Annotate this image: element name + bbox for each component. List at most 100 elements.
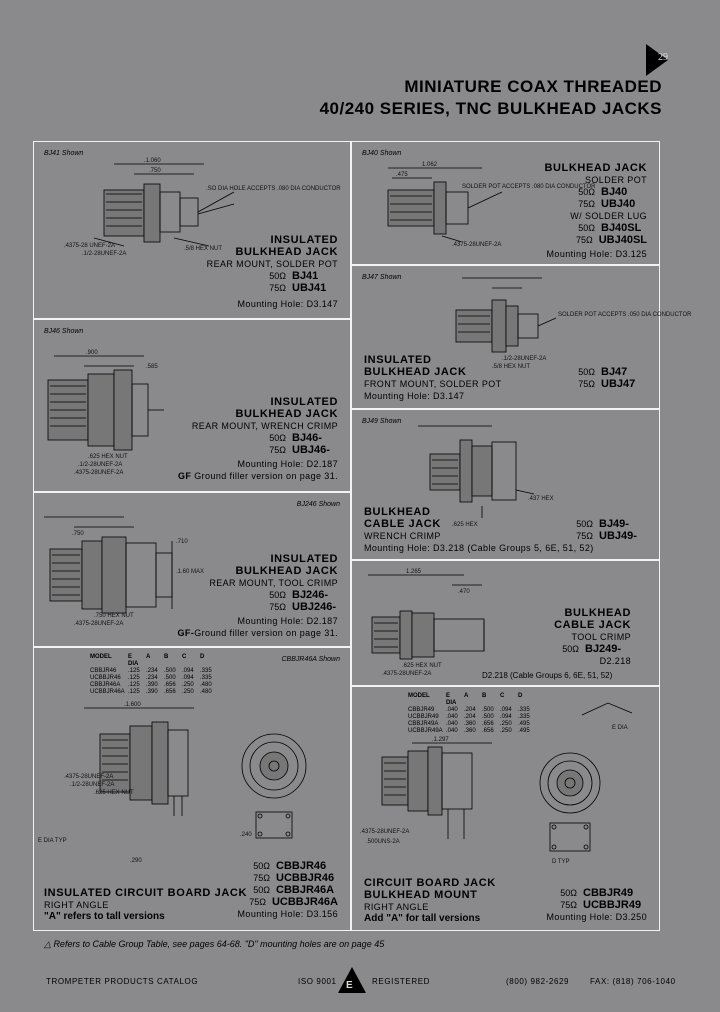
figure-label: BJ246 Shown — [296, 501, 340, 508]
subtitle: RIGHT ANGLE — [364, 902, 429, 912]
dim-thread2: .500UNS-2A — [366, 839, 400, 845]
logo-letter: E — [346, 980, 353, 991]
dim-thread2: .4375-28UNEF-2A — [74, 470, 123, 476]
dim-1600: .1.600 — [124, 702, 141, 708]
dim-1060: .1.060 — [144, 158, 161, 164]
figure-label: BJ46 Shown — [44, 328, 84, 335]
figure-label: BJ40 Shown — [362, 150, 402, 157]
caption-bj246: INSULATED BULKHEAD JACK REAR MOUNT, TOOL… — [178, 553, 338, 639]
subtitle: SOLDER POT — [584, 175, 647, 185]
title-line2: BULKHEAD JACK — [364, 366, 467, 378]
dim-1265: 1.265 — [406, 569, 422, 575]
dim-1062: 1.062 — [422, 162, 438, 168]
spec-table-row: UCBBJR46.125.234.500.094.335 — [90, 675, 212, 681]
dim-solder-pot: SOLDER POT ACCEPTS .050 DIA CONDUCTOR — [558, 312, 692, 318]
dim-900: .900 — [86, 350, 98, 356]
footer-registered: REGISTERED — [372, 977, 431, 986]
dim-thread2: .1/2-28UNEF-2A — [70, 782, 114, 788]
spec-table-row: UCBBJR49.040.204.500.094.335 — [408, 714, 530, 720]
title-line2: BULKHEAD JACK — [235, 565, 338, 577]
dim-hex: .5/8 HEX NUT — [184, 246, 222, 252]
dim-e-dia: E DIA TYP — [38, 838, 67, 844]
drawing-bj246: .750 .710 .1.60 MAX .750 HEX NUT .4375-2… — [44, 516, 204, 627]
page-title-line1: MINIATURE COAX THREADED — [404, 77, 662, 96]
mounting-hole: Mounting Hole: D3.147 — [237, 299, 338, 309]
title-line1: CIRCUIT BOARD JACK — [364, 877, 496, 889]
dim-1297: .1.297 — [432, 737, 449, 743]
dim-thread1: .1/2-28UNEF-2A — [78, 462, 122, 468]
footnote: △ Refers to Cable Group Table, see pages… — [44, 939, 385, 949]
subtitle: REAR MOUNT, SOLDER POT — [206, 259, 338, 269]
dim-thread1: .4375-28 UNEF-2A — [64, 243, 115, 249]
subtitle-lug: W/ SOLDER LUG — [570, 211, 647, 221]
dim-750: .750 — [149, 168, 161, 174]
ground-filler-note: GF-Ground filler version on page 31. — [177, 628, 338, 638]
dim-hex: .5/8 HEX NUT — [492, 364, 530, 370]
dim-solder-pot: .SO DIA HOLE ACCEPTS .080 DIA CONDUCTOR — [206, 186, 341, 192]
dim-hex-625: .625 HEX — [452, 522, 478, 528]
tall-note: "A" refers to tall versions — [44, 911, 165, 922]
mounting-hole: Mounting Hole: D3.218 (Cable Groups 5, 6… — [364, 543, 594, 553]
drawing-bj46: .900 .585 .625 HEX NUT .1/2-28UNEF-2A .4… — [47, 350, 164, 476]
footer-fax: FAX: (818) 706-1040 — [590, 977, 676, 986]
figure-label: BJ41 Shown — [44, 150, 84, 157]
subtitle: REAR MOUNT, WRENCH CRIMP — [191, 421, 338, 431]
title-line1: BULKHEAD — [564, 607, 631, 619]
title-line1: INSULATED — [270, 396, 338, 408]
title-line2: CABLE JACK — [554, 619, 631, 631]
mounting-hole: Mounting Hole: D2.187 — [237, 459, 338, 469]
dim-thread2: .1/2-28UNEF-2A — [82, 251, 126, 257]
caption-cbbjr49: CIRCUIT BOARD JACK BULKHEAD MOUNT RIGHT … — [364, 877, 496, 925]
dim-hex: .750 HEX NUT — [94, 613, 134, 619]
dim-thread: .1/2-28UNEF-2A — [502, 356, 546, 362]
spec-table-row: CBBJR49.040.204.500.094.335 — [408, 707, 530, 713]
caption-bj41: INSULATED BULKHEAD JACK REAR MOUNT, SOLD… — [207, 234, 338, 310]
dim-hex: .625 HEX NUT — [88, 454, 128, 460]
dim-thread: .4375-28UNEF-2A — [382, 671, 431, 677]
caption-bj49: BULKHEAD CABLE JACK WRENCH CRIMP Mountin… — [364, 506, 594, 554]
drawing-bj249: 1.265 .470 .625 HEX NUT .4375-28UNEF-2A — [368, 569, 485, 677]
mounting-hole-1: D2.218 — [599, 656, 631, 666]
dim-thread1: .4375-28UNEF-2A — [64, 774, 113, 780]
dim-thread: .4375-28UNEF-2A — [452, 242, 501, 248]
panel-bj40: BJ40 Shown 1.062 .475 SOLDER POT ACCEPTS… — [351, 141, 660, 265]
figure-label: BJ49 Shown — [362, 418, 402, 425]
dim-240: .240 — [240, 832, 252, 838]
caption-bj46: INSULATED BULKHEAD JACK REAR MOUNT, WREN… — [178, 396, 338, 482]
subtitle: TOOL CRIMP — [571, 632, 631, 642]
dim-d-typ: D TYP — [552, 859, 570, 865]
drawing-cbbjr49: .1.297 .4375-28UNEF-2A .500UNS-2A E DIA … — [360, 702, 633, 865]
spec-table-row: CBBJR46.125.234.500.094.335 — [90, 668, 212, 674]
spec-table-row: CBBJR46A.125.390.656.250.480 — [90, 682, 212, 688]
subtitle: FRONT MOUNT, SOLDER POT — [364, 379, 502, 389]
title-line2: BULKHEAD JACK — [235, 408, 338, 420]
page-title-line2: 40/240 SERIES, TNC BULKHEAD JACKS — [319, 99, 662, 118]
tall-note: Add "A" for tall versions — [364, 913, 481, 924]
spec-table-row: CBBJR49A.040.360.656.250.495 — [408, 721, 530, 727]
panel-bj246: BJ246 Shown .750 .710 .1.60 MAX .750 HEX… — [33, 492, 351, 647]
subtitle: RIGHT ANGLE — [44, 900, 109, 910]
dim-160max: .1.60 MAX — [176, 569, 204, 575]
panel-bj47: BJ47 Shown SOLDER POT ACCEPTS .050 DIA C… — [351, 265, 692, 409]
mounting-hole-2: D2.218 (Cable Groups 6, 6E, 51, 52) — [482, 671, 613, 680]
title-line1: BULKHEAD JACK — [544, 162, 647, 174]
caption-cbbjr46: INSULATED CIRCUIT BOARD JACK RIGHT ANGLE… — [44, 887, 247, 923]
page-number: 29 — [658, 52, 668, 63]
